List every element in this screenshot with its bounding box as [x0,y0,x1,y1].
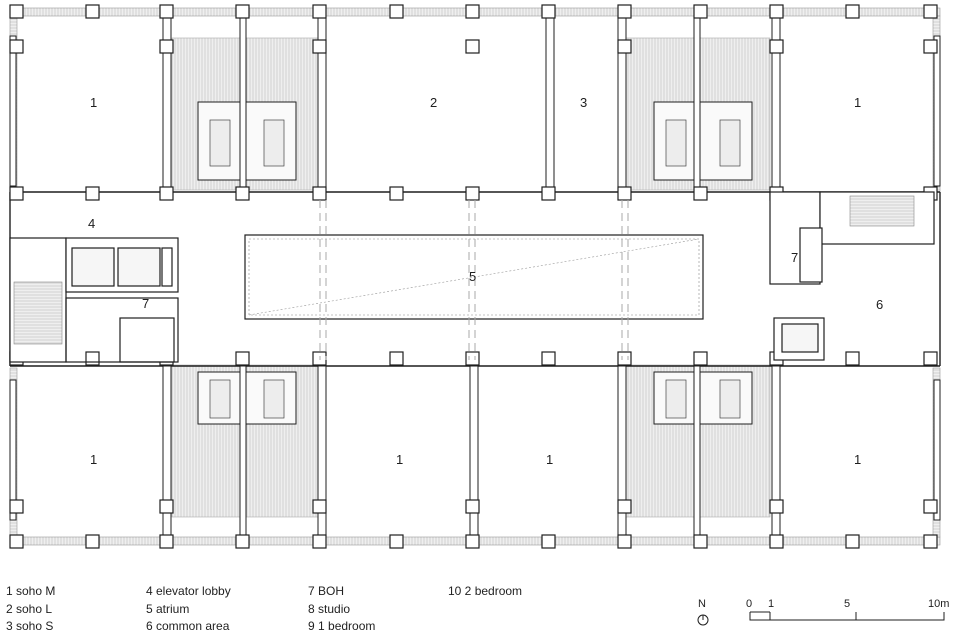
north-label: N [698,598,706,610]
room-label-soho-m-bottom-center-2: 1 [546,452,553,467]
structural-columns [9,4,938,549]
legend-item: 10 2 bedroom [448,584,523,598]
legend-col-3: 7 BOH 8 studio 9 1 bedroom [308,583,375,636]
atrium-void [244,200,704,360]
room-label-soho-m-bottom-left: 1 [90,452,97,467]
room-label-boh-left: 7 [142,296,149,311]
room-label-soho-m-bottom-center-1: 1 [396,452,403,467]
scale-tick-5: 5 [844,598,850,610]
room-label-soho-m-bottom-right: 1 [854,452,861,467]
legend-item: 9 1 bedroom [308,619,376,633]
legend-item: 4 elevator lobby [146,584,231,598]
legend-col-2: 4 elevator lobby 5 atrium 6 common area [146,583,231,636]
legend-item: 6 common area [146,619,230,633]
legend-item: 7 BOH [308,584,345,598]
room-label-elevator-lobby: 4 [88,216,95,231]
legend-item: 8 studio [308,601,351,616]
unit-walls [9,15,941,538]
room-label-soho-s-top: 3 [580,95,587,110]
scale-bar: 0 1 5 10m [746,598,949,621]
north-arrow: N [697,598,709,626]
legend-item: 2 soho L [6,601,53,616]
room-label-soho-m-top-left: 1 [90,95,97,110]
room-label-boh-right: 7 [791,250,798,265]
right-core [769,191,935,361]
scale-tick-1: 1 [768,598,774,610]
room-label-atrium: 5 [469,269,476,284]
legend-item: 5 atrium [146,601,190,616]
legend-col-1: 1 soho M 2 soho L 3 soho S [6,583,55,636]
scale-tick-0: 0 [746,598,752,610]
legend-item: 1 soho M [6,584,56,598]
left-core [9,237,179,363]
room-labels: 1 2 3 1 4 5 7 7 6 1 1 1 1 [88,95,883,467]
legend-col-4: 10 2 bedroom [448,583,522,601]
scale-tick-10m: 10m [928,598,949,610]
room-label-soho-l-top: 2 [430,95,437,110]
bathroom-pods [197,101,753,425]
room-label-soho-m-top-right: 1 [854,95,861,110]
legend-item: 3 soho S [6,619,54,633]
room-label-common-area: 6 [876,297,883,312]
